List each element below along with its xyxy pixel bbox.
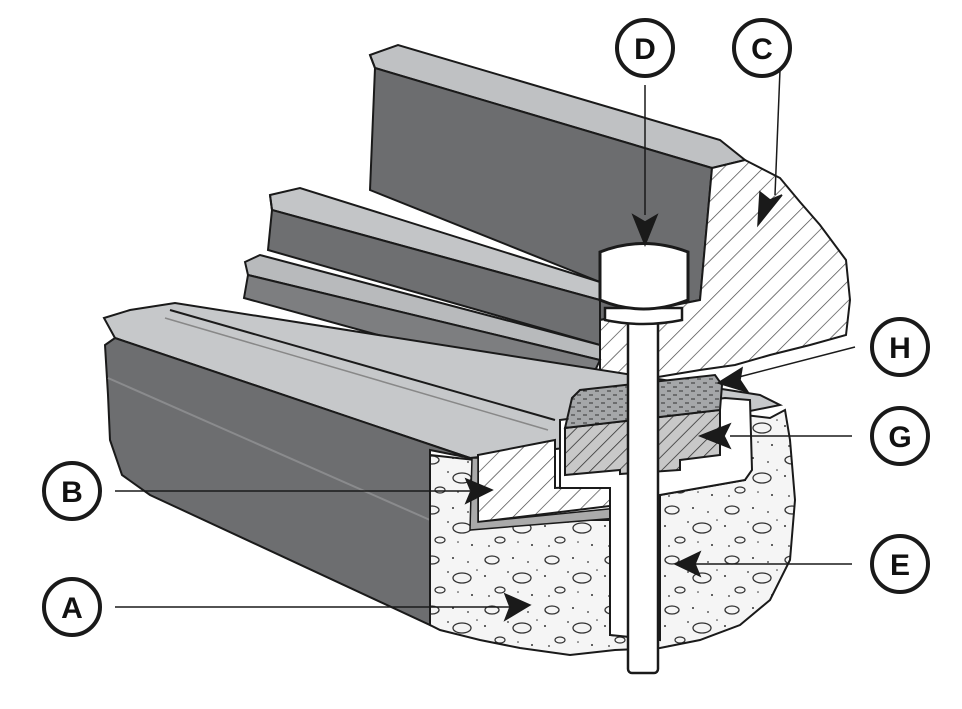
callout-a: A <box>42 577 102 637</box>
callout-b: B <box>42 461 102 521</box>
anchor-bolt <box>598 242 690 675</box>
callout-g: G <box>870 406 930 466</box>
callout-d: D <box>615 18 675 78</box>
svg-text:D: D <box>634 33 656 66</box>
svg-text:E: E <box>890 549 910 582</box>
callout-c: C <box>732 18 792 78</box>
leader-lines <box>115 69 856 622</box>
svg-text:A: A <box>61 592 83 625</box>
svg-text:G: G <box>888 421 911 454</box>
callout-e: E <box>870 534 930 594</box>
callout-h: H <box>870 317 930 377</box>
lower-tread-body <box>103 336 471 627</box>
svg-text:C: C <box>751 33 773 66</box>
svg-text:H: H <box>889 332 911 365</box>
svg-text:B: B <box>61 476 83 509</box>
